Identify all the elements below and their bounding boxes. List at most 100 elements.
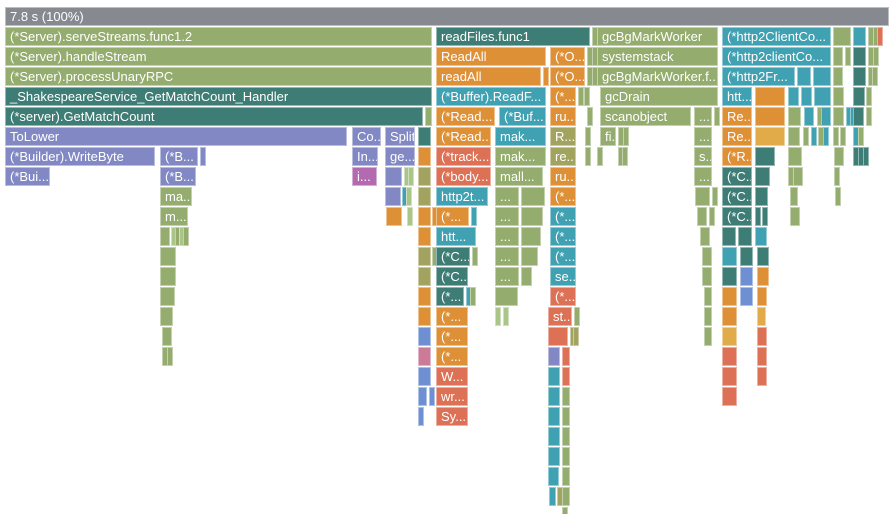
flame-frame[interactable]: In... [352, 147, 378, 166]
flame-frame[interactable] [757, 347, 767, 366]
flame-frame[interactable]: (*... [436, 307, 468, 326]
flame-frame[interactable] [697, 207, 707, 226]
flame-frame[interactable] [757, 367, 767, 386]
flame-frame[interactable]: (*C... [436, 247, 470, 266]
flame-frame[interactable] [418, 167, 431, 186]
flame-frame[interactable]: (*... [436, 327, 468, 346]
flame-frame[interactable]: ReadAll [436, 47, 546, 66]
flame-frame[interactable] [562, 507, 568, 514]
flame-frame[interactable] [755, 127, 785, 146]
flame-frame[interactable] [562, 447, 570, 466]
flame-frame[interactable] [755, 207, 761, 226]
flame-frame[interactable] [521, 267, 532, 286]
flame-frame[interactable] [585, 127, 591, 146]
flame-frame[interactable]: (*Server).processUnaryRPC [5, 67, 432, 86]
flame-frame[interactable] [574, 307, 580, 326]
flame-frame[interactable]: ge... [385, 147, 415, 166]
flame-frame[interactable]: (*Read... [436, 127, 491, 146]
flame-frame[interactable] [858, 127, 864, 146]
flame-frame[interactable] [740, 267, 753, 286]
flame-frame[interactable]: (*... [550, 187, 576, 206]
flame-frame[interactable]: (*http2ClientCo... [722, 27, 831, 46]
flame-frame[interactable]: htt... [722, 87, 752, 106]
flame-frame[interactable] [823, 127, 829, 146]
flame-frame[interactable]: (*... [436, 207, 469, 226]
flame-frame[interactable] [722, 247, 737, 266]
flame-frame[interactable]: (*C... [722, 207, 752, 226]
flame-frame[interactable]: re... [550, 147, 576, 166]
flame-frame[interactable] [877, 27, 883, 46]
flame-frame[interactable] [702, 247, 712, 266]
flame-frame[interactable] [704, 287, 712, 306]
flame-frame[interactable] [740, 287, 753, 306]
flame-frame[interactable] [521, 187, 545, 206]
flame-frame[interactable] [755, 167, 770, 186]
flame-frame[interactable] [521, 207, 543, 226]
flame-frame[interactable] [788, 127, 800, 146]
flame-frame[interactable] [562, 367, 570, 386]
flame-frame[interactable] [755, 187, 768, 206]
flame-frame[interactable]: (*http2clientCo... [722, 47, 831, 66]
flame-frame[interactable]: Split [385, 127, 415, 146]
flame-frame[interactable]: Re... [722, 127, 752, 146]
flame-frame[interactable]: (*C... [722, 167, 752, 186]
flame-frame[interactable] [622, 147, 628, 166]
flame-frame[interactable] [872, 67, 878, 86]
flame-frame[interactable] [755, 87, 785, 106]
flame-frame[interactable] [704, 307, 712, 326]
flame-frame[interactable] [549, 487, 556, 506]
flame-frame[interactable]: ru... [550, 107, 576, 126]
flame-frame[interactable] [811, 127, 817, 146]
flame-frame[interactable] [597, 147, 603, 166]
flame-frame[interactable] [704, 327, 712, 346]
flame-frame[interactable] [578, 87, 584, 106]
flame-frame[interactable] [863, 147, 869, 166]
flame-frame[interactable]: R... [550, 127, 576, 146]
flame-frame[interactable]: (*Server).serveStreams.func1.2 [5, 27, 432, 46]
flame-frame[interactable] [418, 367, 431, 386]
flame-frame[interactable] [406, 187, 412, 206]
flame-frame[interactable] [788, 107, 801, 126]
flame-frame[interactable] [162, 327, 172, 346]
flame-frame[interactable] [762, 207, 768, 226]
flame-frame[interactable]: (*O... [550, 47, 585, 66]
flame-frame[interactable] [853, 27, 866, 46]
flame-frame[interactable] [866, 107, 872, 126]
flame-frame[interactable]: (*B... [160, 147, 198, 166]
flame-frame[interactable]: W... [436, 367, 468, 386]
flame-frame[interactable]: htt... [436, 227, 476, 246]
flame-frame[interactable] [548, 407, 560, 426]
flame-frame[interactable] [418, 147, 431, 166]
flame-frame[interactable]: ToLower [5, 127, 347, 146]
flame-frame[interactable] [562, 427, 570, 446]
flame-frame[interactable] [833, 107, 844, 126]
flame-frame[interactable] [790, 207, 800, 226]
flame-frame[interactable] [722, 307, 737, 326]
flame-frame[interactable] [418, 227, 431, 246]
flame-frame[interactable]: i... [352, 167, 377, 186]
flame-frame[interactable] [797, 67, 811, 86]
flame-frame[interactable] [429, 387, 435, 406]
flame-frame[interactable] [548, 367, 560, 386]
flame-frame[interactable] [700, 227, 710, 246]
flame-frame[interactable] [418, 387, 427, 406]
flame-frame[interactable] [418, 247, 431, 266]
flame-frame[interactable] [418, 287, 431, 306]
flame-frame[interactable] [755, 147, 775, 166]
flame-frame[interactable] [548, 427, 560, 446]
flame-frame[interactable] [790, 187, 798, 206]
flame-frame[interactable]: (*track... [436, 147, 491, 166]
flame-frame[interactable] [183, 227, 189, 246]
flame-frame[interactable]: readFiles.func1 [436, 27, 590, 46]
flame-frame[interactable] [722, 287, 737, 306]
flame-frame[interactable] [160, 307, 173, 326]
flame-frame[interactable] [562, 467, 570, 486]
flame-frame[interactable]: (*... [550, 287, 576, 306]
flame-frame[interactable] [866, 87, 872, 106]
flame-frame[interactable]: (*... [550, 227, 576, 246]
flame-frame[interactable]: Re... [722, 107, 752, 126]
flame-frame[interactable] [160, 287, 175, 306]
flame-frame[interactable]: (*Bui... [5, 167, 50, 186]
flame-frame[interactable] [833, 47, 843, 66]
flame-frame[interactable]: (*... [550, 247, 576, 266]
